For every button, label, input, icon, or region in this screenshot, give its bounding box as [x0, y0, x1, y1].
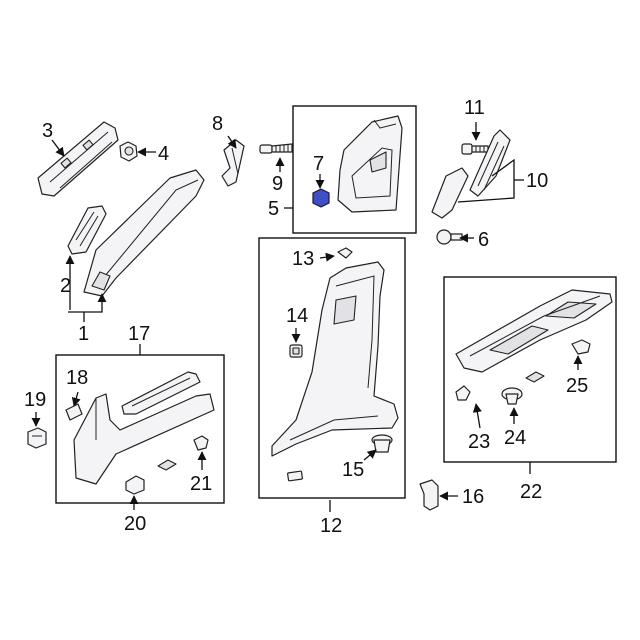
callout-25: 25	[566, 375, 588, 397]
callout-16: 16	[462, 486, 484, 508]
part-24-push-pin[interactable]	[501, 387, 523, 405]
part-25-clip[interactable]	[571, 339, 591, 355]
part-19-clip[interactable]	[27, 427, 47, 449]
part-23-clip[interactable]	[455, 385, 471, 401]
part-14-clip[interactable]	[289, 344, 303, 358]
callout-12: 12	[320, 515, 342, 537]
callout-1: 1	[78, 323, 89, 345]
leader-lines	[31, 122, 583, 512]
callout-6: 6	[478, 229, 489, 251]
part-22-rear-scuff-plate[interactable]	[455, 289, 613, 373]
group-box-12	[258, 237, 406, 499]
callout-4: 4	[158, 143, 169, 165]
part-12-loose-clip[interactable]	[287, 470, 303, 482]
part-16-bracket[interactable]	[419, 479, 439, 511]
callout-14: 14	[286, 305, 308, 327]
callout-24: 24	[504, 427, 526, 449]
callout-23: 23	[468, 431, 490, 453]
part-8-bracket[interactable]	[221, 139, 245, 187]
part-6-bolt[interactable]	[436, 229, 463, 245]
part-13-clip[interactable]	[337, 247, 353, 259]
part-15-push-pin[interactable]	[371, 434, 393, 453]
callout-8: 8	[212, 113, 223, 135]
part-18-clip[interactable]	[65, 403, 83, 421]
part-3-bracket[interactable]	[37, 121, 119, 197]
callout-2: 2	[60, 275, 71, 297]
callout-labels: 3 4 8 9 7 5 11 10 6 2 1 13 14 15 12 16 1…	[24, 97, 588, 537]
callout-19: 19	[24, 389, 46, 411]
callout-10: 10	[526, 170, 548, 192]
part-12-b-pillar-lower-trim[interactable]	[271, 261, 399, 457]
callout-15: 15	[342, 459, 364, 481]
part-9-bolt[interactable]	[259, 143, 293, 154]
part-5-b-pillar-upper-trim[interactable]	[337, 115, 403, 213]
callout-7: 7	[313, 153, 324, 175]
part-17-sill-trim[interactable]	[73, 371, 215, 485]
part-21-clip[interactable]	[193, 435, 209, 451]
part-17-small-clip[interactable]	[157, 459, 177, 471]
callout-18: 18	[66, 367, 88, 389]
group-box-5	[292, 105, 417, 234]
part-1-a-pillar-trim[interactable]	[83, 169, 205, 297]
part-7-clip-highlighted[interactable]	[312, 188, 330, 208]
callout-21: 21	[190, 473, 212, 495]
callout-17: 17	[128, 323, 150, 345]
part-4-nut[interactable]	[119, 141, 138, 162]
part-22-small-clip[interactable]	[525, 371, 545, 383]
part-11-screw[interactable]	[461, 143, 489, 155]
part-10-grab-handle[interactable]	[431, 129, 511, 219]
callout-11: 11	[464, 97, 485, 119]
callout-3: 3	[42, 120, 53, 142]
part-20-clip[interactable]	[125, 475, 145, 495]
part-2-retainer[interactable]	[67, 205, 107, 255]
callout-5: 5	[268, 198, 279, 220]
callout-20: 20	[124, 513, 146, 535]
callout-13: 13	[292, 248, 314, 270]
callout-22: 22	[520, 481, 542, 503]
callout-9: 9	[272, 173, 283, 195]
